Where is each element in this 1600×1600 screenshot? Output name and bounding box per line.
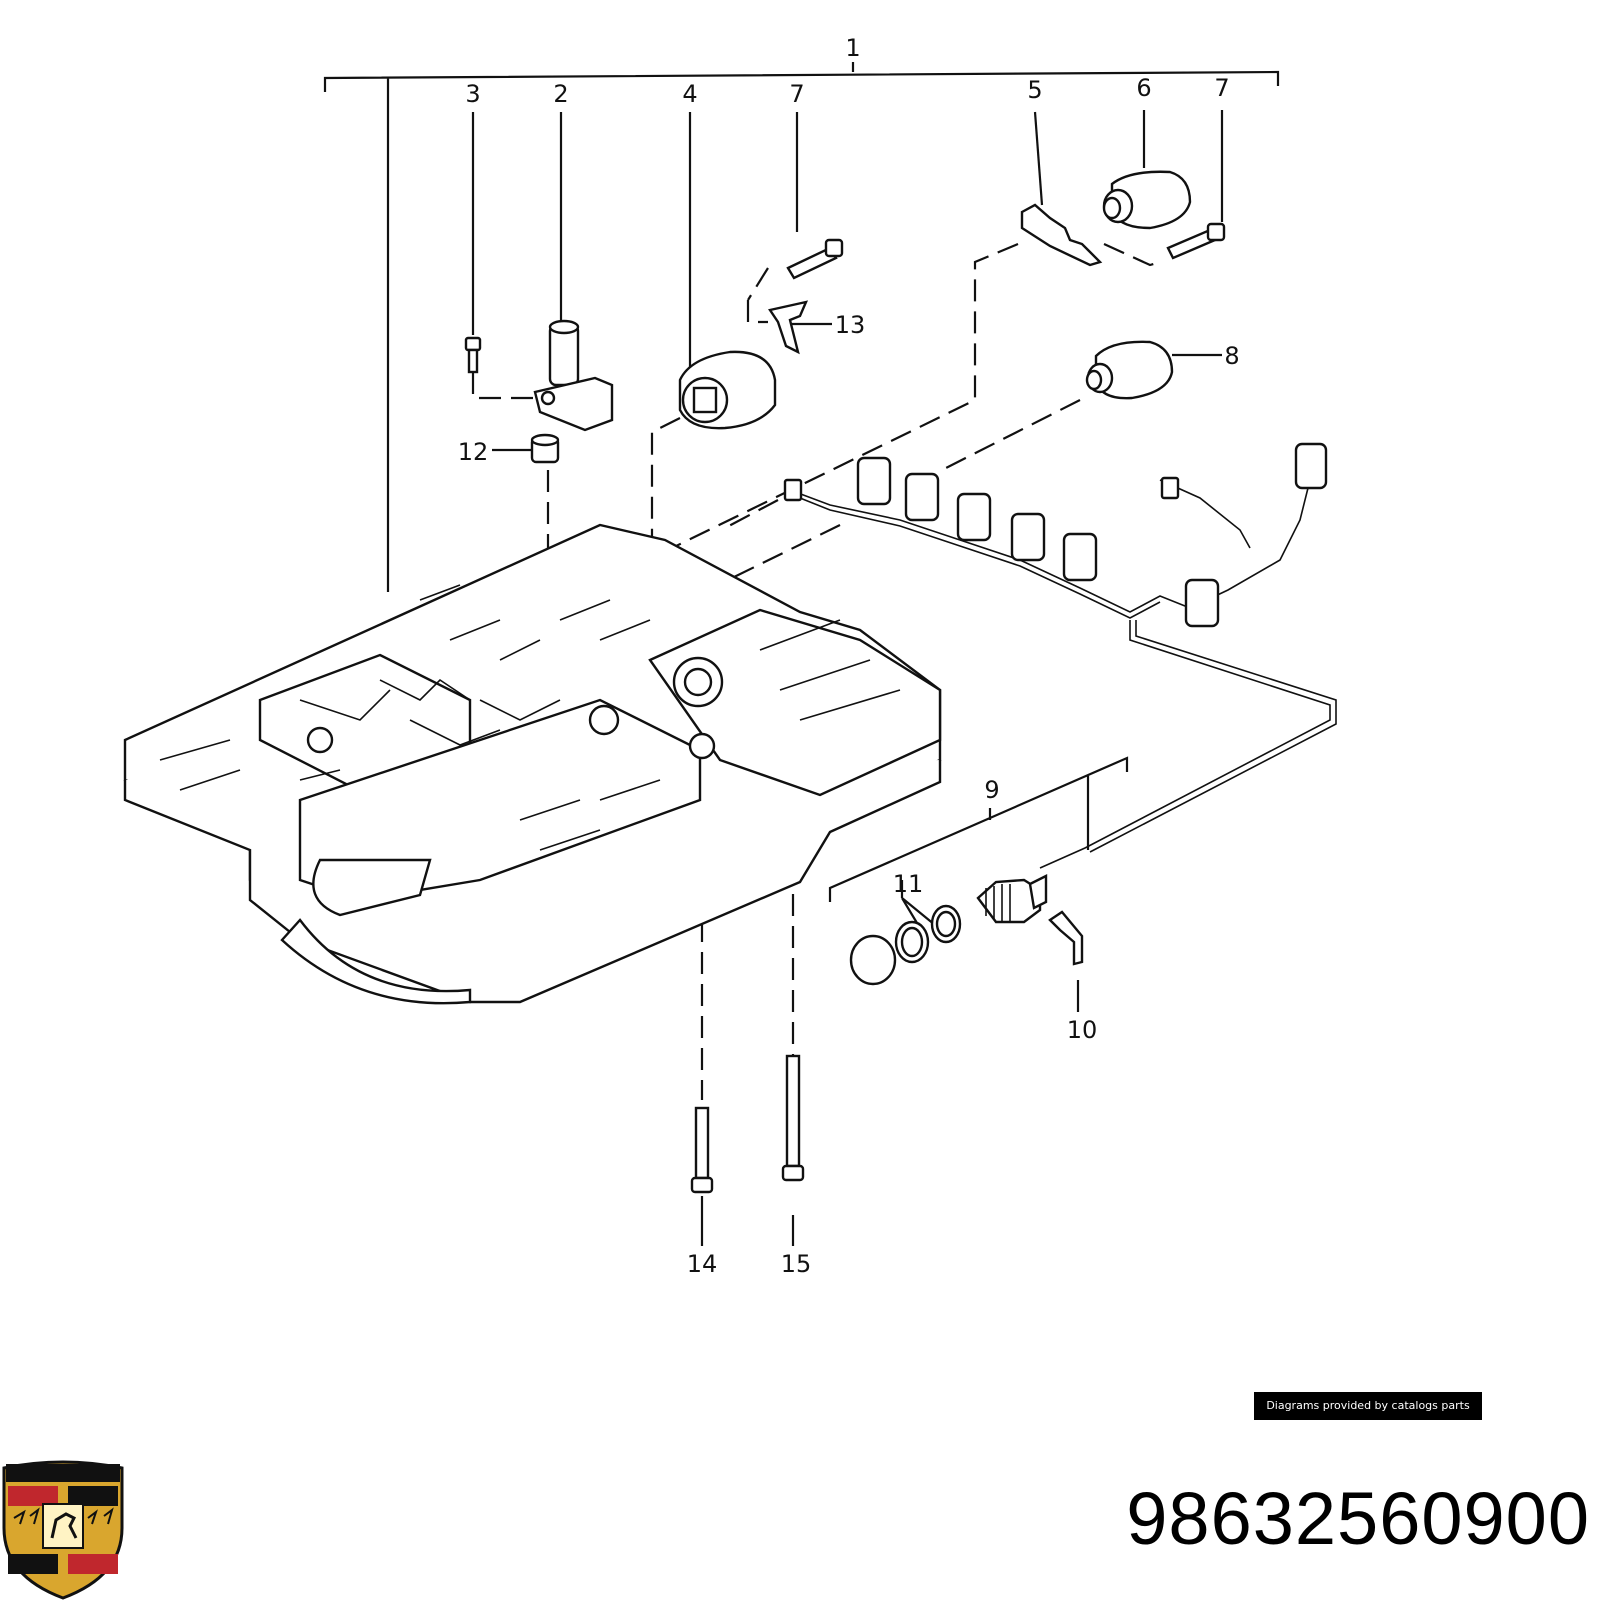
callout-7-left: 7 — [789, 80, 804, 108]
callout-10: 10 — [1067, 1016, 1098, 1044]
part-3-bolt — [464, 336, 482, 374]
diagram-credit: Diagrams provided by catalogs parts — [1254, 1392, 1482, 1420]
callout-9: 9 — [984, 776, 999, 804]
callout-5: 5 — [1027, 76, 1042, 104]
callout-3: 3 — [465, 80, 480, 108]
porsche-crest-logo — [2, 1460, 124, 1600]
part-5-bracket — [1020, 203, 1103, 267]
part-2-solenoid — [533, 319, 614, 432]
callout-12: 12 — [458, 438, 489, 466]
callout-11: 11 — [893, 870, 924, 898]
callout-15: 15 — [781, 1250, 812, 1278]
leader-lines — [471, 110, 1224, 1246]
callout-14: 14 — [687, 1250, 718, 1278]
callout-2: 2 — [553, 80, 568, 108]
part-13-clip — [768, 300, 809, 355]
callout-6: 6 — [1136, 74, 1151, 102]
part-number: 98632560900 — [1126, 1477, 1590, 1560]
part-4-solenoid — [678, 350, 777, 430]
callout-13: 13 — [835, 311, 866, 339]
callout-labels: 1 3 2 4 7 5 6 7 13 8 12 9 11 10 14 15 — [458, 34, 1240, 1278]
callout-4: 4 — [682, 80, 697, 108]
part-11-seals — [849, 904, 962, 986]
part-12-plug — [530, 433, 560, 464]
part-6-solenoid — [1102, 170, 1192, 230]
part-9-sender — [976, 874, 1048, 924]
part-14-bolt — [690, 1106, 714, 1194]
part-7-bolt-left — [786, 238, 844, 280]
callout-8: 8 — [1224, 342, 1239, 370]
wiring-harness — [783, 442, 1337, 869]
part-15-bolt — [781, 1054, 805, 1182]
valve-body — [123, 523, 942, 1005]
assembly-bracket-1 — [323, 62, 1280, 592]
part-8-solenoid — [1085, 340, 1174, 400]
callout-7-right: 7 — [1214, 74, 1229, 102]
callout-1: 1 — [845, 34, 860, 62]
part-7-bolt-right — [1166, 222, 1226, 260]
part-10-clip — [1048, 910, 1084, 966]
